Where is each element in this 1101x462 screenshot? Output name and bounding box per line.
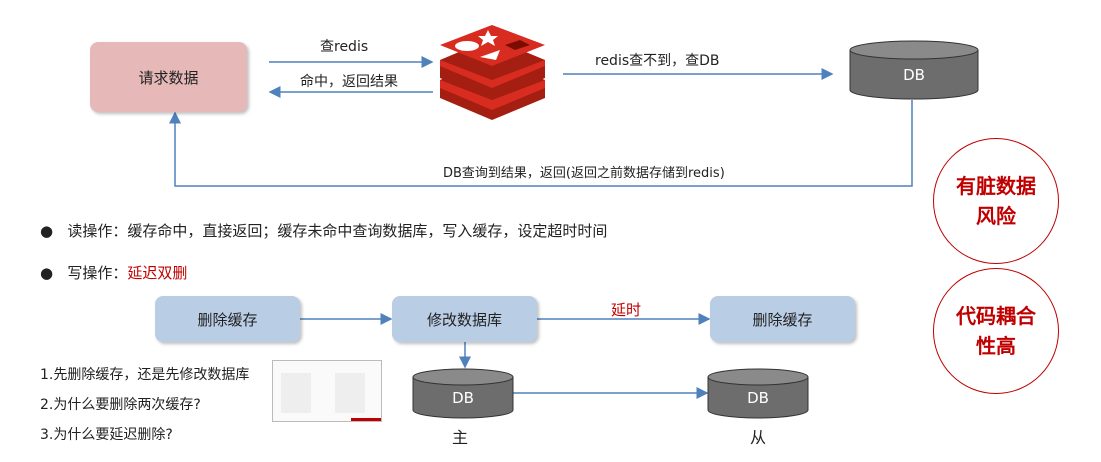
db-cylinder-top (849, 40, 979, 100)
question-1: 1.先删除缓存，还是先修改数据库 (40, 367, 250, 383)
bullet-read: ● 读操作：缓存命中，直接返回；缓存未命中查询数据库，写入缓存，设定超时时间 (40, 222, 608, 240)
delay-label: 延时 (611, 301, 642, 319)
coupling-badge: 代码耦合 性高 (933, 268, 1059, 394)
redis-miss-label: redis查不到，查DB (595, 53, 720, 69)
question-3: 3.为什么要延迟删除? (40, 427, 173, 443)
bullet-write-prefix: 写操作： (67, 264, 128, 282)
db-master-label: DB (452, 388, 474, 407)
step-delete-cache-1: 删除缓存 (155, 296, 300, 342)
bullet-read-text: 缓存命中，直接返回；缓存未命中查询数据库，写入缓存，设定超时时间 (127, 222, 608, 240)
request-data-box: 请求数据 (90, 42, 247, 112)
query-redis-label: 查redis (320, 39, 369, 55)
bullet-write: ● 写操作：延迟双删 (40, 264, 188, 282)
bullet-read-prefix: 读操作： (67, 222, 128, 240)
slave-label: 从 (750, 428, 767, 447)
question-2: 2.为什么要删除两次缓存? (40, 397, 201, 413)
request-data-label: 请求数据 (138, 68, 199, 87)
step-delete-cache-2: 删除缓存 (710, 296, 855, 342)
db-cylinder-master (412, 368, 514, 419)
dirty-data-risk-badge: 有脏数据 风险 (933, 138, 1059, 264)
redis-logo-icon (440, 25, 545, 120)
db-return-label: DB查询到结果，返回(返回之前数据存储到redis) (443, 166, 725, 181)
db-slave-label: DB (747, 388, 769, 407)
bullet-write-text: 延迟双删 (127, 264, 188, 282)
thumbnail-image (272, 360, 382, 422)
step-update-db: 修改数据库 (392, 296, 537, 342)
db-label: DB (903, 66, 925, 84)
db-cylinder-slave (707, 368, 809, 419)
hit-return-label: 命中，返回结果 (300, 74, 398, 90)
arrow-db-return (169, 100, 913, 187)
master-label: 主 (452, 428, 469, 447)
